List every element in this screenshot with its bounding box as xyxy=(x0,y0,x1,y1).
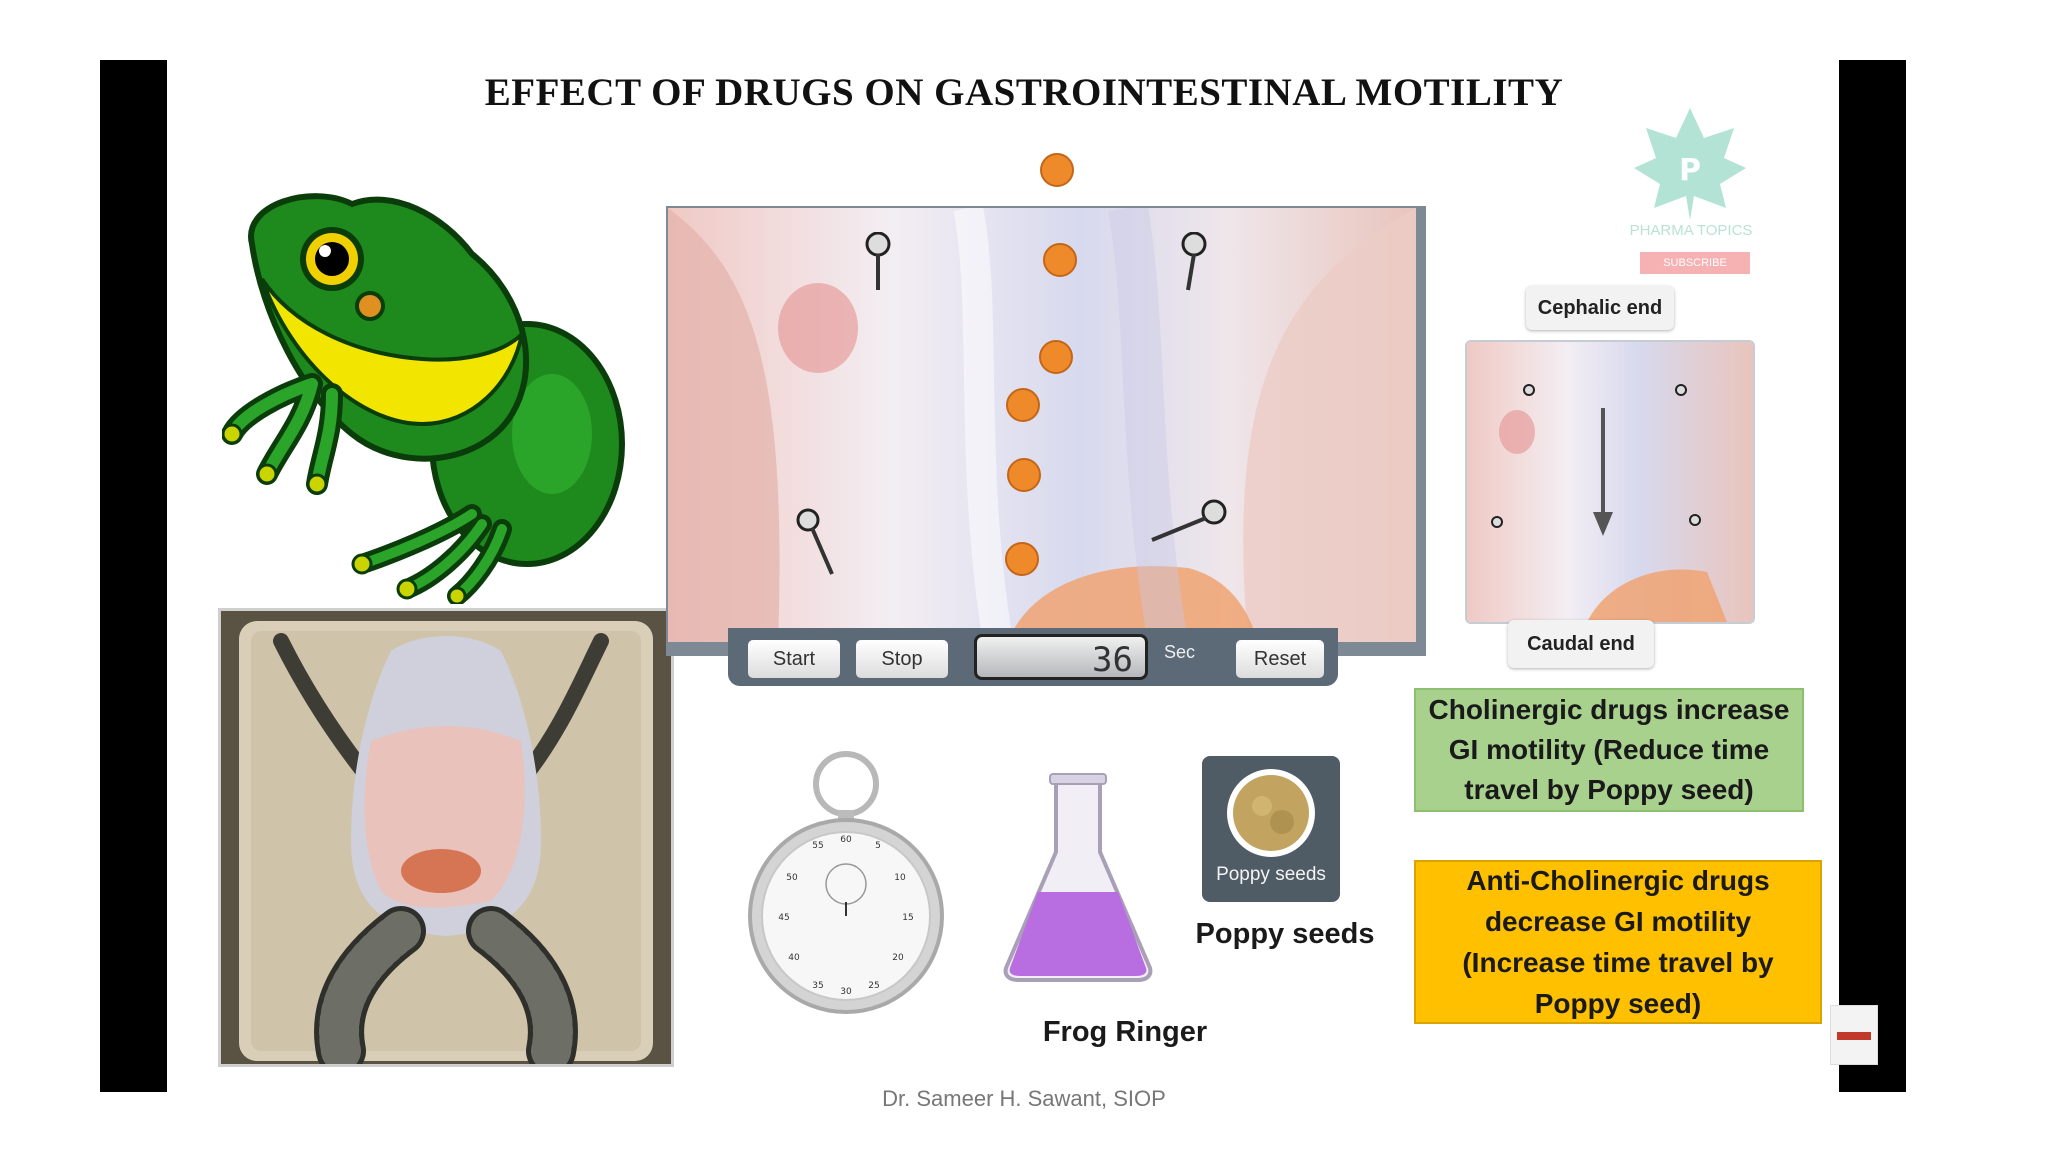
left-letterbox-bar xyxy=(100,60,167,1092)
logo-letter: P xyxy=(1679,153,1701,188)
stopwatch-numbers: 55 60 5 10 15 20 25 30 35 40 45 50 xyxy=(778,835,913,997)
anticholinergic-note: Anti-Cholinergic drugs decrease GI motil… xyxy=(1414,860,1822,1024)
timer-unit-label: Sec xyxy=(1164,642,1196,662)
slide-footer: Dr. Sameer H. Sawant, SIOP xyxy=(882,1086,1166,1111)
poppy-seed-marker xyxy=(1040,153,1074,187)
stopwatch-number: 20 xyxy=(892,953,904,963)
cephalic-end-callout: Cephalic end xyxy=(1526,286,1674,330)
start-button[interactable]: Start xyxy=(748,640,840,678)
dissection-pin-icon xyxy=(1180,231,1208,292)
timer-control-bar: Start Stop 36 Sec Reset xyxy=(728,628,1338,686)
stop-button[interactable]: Stop xyxy=(856,640,948,678)
reset-button[interactable]: Reset xyxy=(1236,640,1324,678)
timer-display: 36 xyxy=(974,634,1148,680)
stopwatch-number: 60 xyxy=(840,835,852,845)
frog-cartoon-icon xyxy=(222,193,625,604)
slide-title: EFFECT OF DRUGS ON GASTROINTESTINAL MOTI… xyxy=(484,71,1564,114)
frog-ringer-caption: Frog Ringer xyxy=(1042,1016,1208,1048)
poppy-seed-marker xyxy=(1006,388,1040,422)
stopwatch-number: 10 xyxy=(894,873,906,883)
poppy-seeds-caption: Poppy seeds xyxy=(1195,918,1375,950)
poppy-seed-heap-icon xyxy=(1227,769,1315,857)
poppy-seed-marker xyxy=(1039,340,1073,374)
gi-tissue-view xyxy=(666,206,1426,656)
pharma-topics-logo-icon: P xyxy=(1634,108,1746,220)
corner-thumbnail xyxy=(1830,1005,1878,1065)
conical-flask-icon xyxy=(1003,773,1153,982)
stopwatch-icon: 55 60 5 10 15 20 25 30 35 40 45 50 xyxy=(748,751,944,1014)
subscribe-button[interactable]: SUBSCRIBE xyxy=(1640,252,1750,274)
poppy-card-label: Poppy seeds xyxy=(1216,864,1326,885)
stopwatch-number: 15 xyxy=(902,913,913,923)
down-arrow-icon xyxy=(1593,408,1613,536)
stopwatch-number: 50 xyxy=(786,873,798,883)
caudal-end-callout: Caudal end xyxy=(1508,620,1654,668)
poppy-seeds-card: Poppy seeds xyxy=(1202,756,1340,902)
watermark-brand: PHARMA TOPICS xyxy=(1629,222,1753,239)
stopwatch-number: 25 xyxy=(868,981,879,991)
stopwatch-number: 5 xyxy=(875,841,881,851)
poppy-seed-marker xyxy=(1043,243,1077,277)
stopwatch-number: 45 xyxy=(778,913,789,923)
frog-dissection-photo xyxy=(218,608,674,1067)
dissection-pin-icon xyxy=(1148,498,1228,548)
poppy-seed-marker xyxy=(1007,458,1041,492)
stopwatch-number: 30 xyxy=(840,987,852,997)
stopwatch-number: 55 xyxy=(812,841,823,851)
gi-orientation-diagram xyxy=(1465,340,1755,624)
dissection-pin-icon xyxy=(796,508,836,578)
stopwatch-number: 40 xyxy=(788,953,800,963)
stopwatch-number: 35 xyxy=(812,981,823,991)
right-letterbox-bar xyxy=(1839,60,1906,1092)
cholinergic-note: Cholinergic drugs increase GI motility (… xyxy=(1414,688,1804,812)
poppy-seed-marker xyxy=(1005,542,1039,576)
dissection-pin-icon xyxy=(864,231,892,292)
